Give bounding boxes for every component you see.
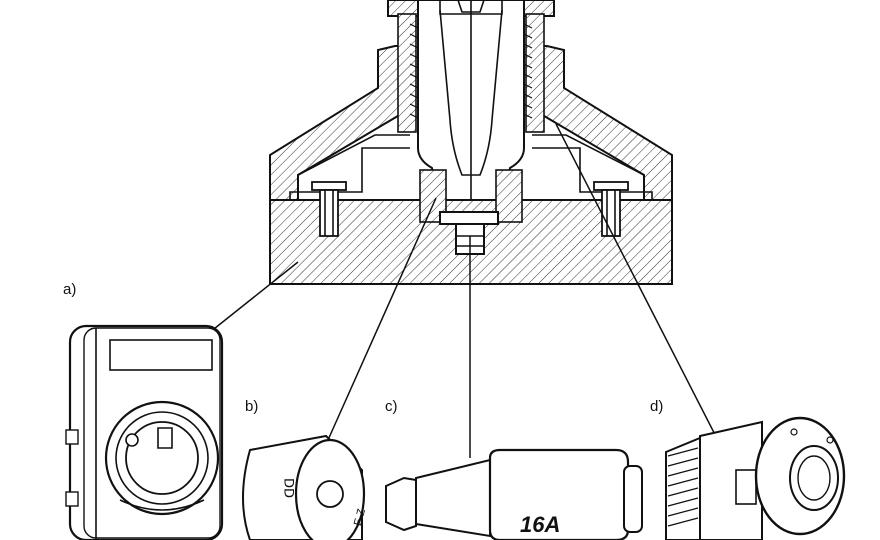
part-c-fuse-cartridge: 16A [385, 448, 643, 540]
mounting-screw-right [593, 181, 629, 237]
part-a-fuse-holder-base [65, 324, 224, 540]
label-d: d) [650, 398, 663, 415]
holder-socket-outer [104, 400, 220, 516]
cartridge-top-cap [439, 0, 503, 15]
rating-mark: 16A [520, 512, 560, 537]
label-b: b) [245, 398, 258, 415]
holder-socket-ring [115, 411, 209, 505]
leader-lines [179, 123, 729, 461]
inner-step-right [532, 147, 653, 200]
leader-d [555, 123, 729, 461]
thread-teeth [409, 23, 533, 119]
adapter-bore [789, 445, 839, 511]
mounting-screw-left [311, 181, 347, 237]
svg-text:ᗡᗡ: ᗡᗡ [282, 478, 297, 498]
inner-step-left [289, 147, 410, 200]
part-d-adapter-sleeve [665, 416, 846, 540]
housing-cover [269, 45, 409, 201]
gauge-ring-hole [316, 480, 344, 508]
cartridge-top-detail [457, 0, 485, 13]
leader-b [327, 197, 437, 441]
inner-cavity [297, 134, 645, 200]
part-b-gauge-ring: ᗡᗡ E Z [242, 434, 368, 540]
insert-bushing-left [419, 169, 447, 223]
holder-label-window [109, 339, 213, 371]
thread-band-right [525, 13, 545, 133]
contact-washer [439, 211, 499, 225]
svg-text:E Z: E Z [352, 507, 368, 527]
cross-section-assembly [269, 0, 673, 285]
label-c: c) [385, 398, 398, 415]
label-a: a) [63, 281, 76, 298]
insert-bushing-right [495, 169, 523, 223]
holder-socket-inner [125, 421, 199, 495]
thread-band-left [397, 13, 417, 133]
housing-cover-right [533, 45, 673, 201]
